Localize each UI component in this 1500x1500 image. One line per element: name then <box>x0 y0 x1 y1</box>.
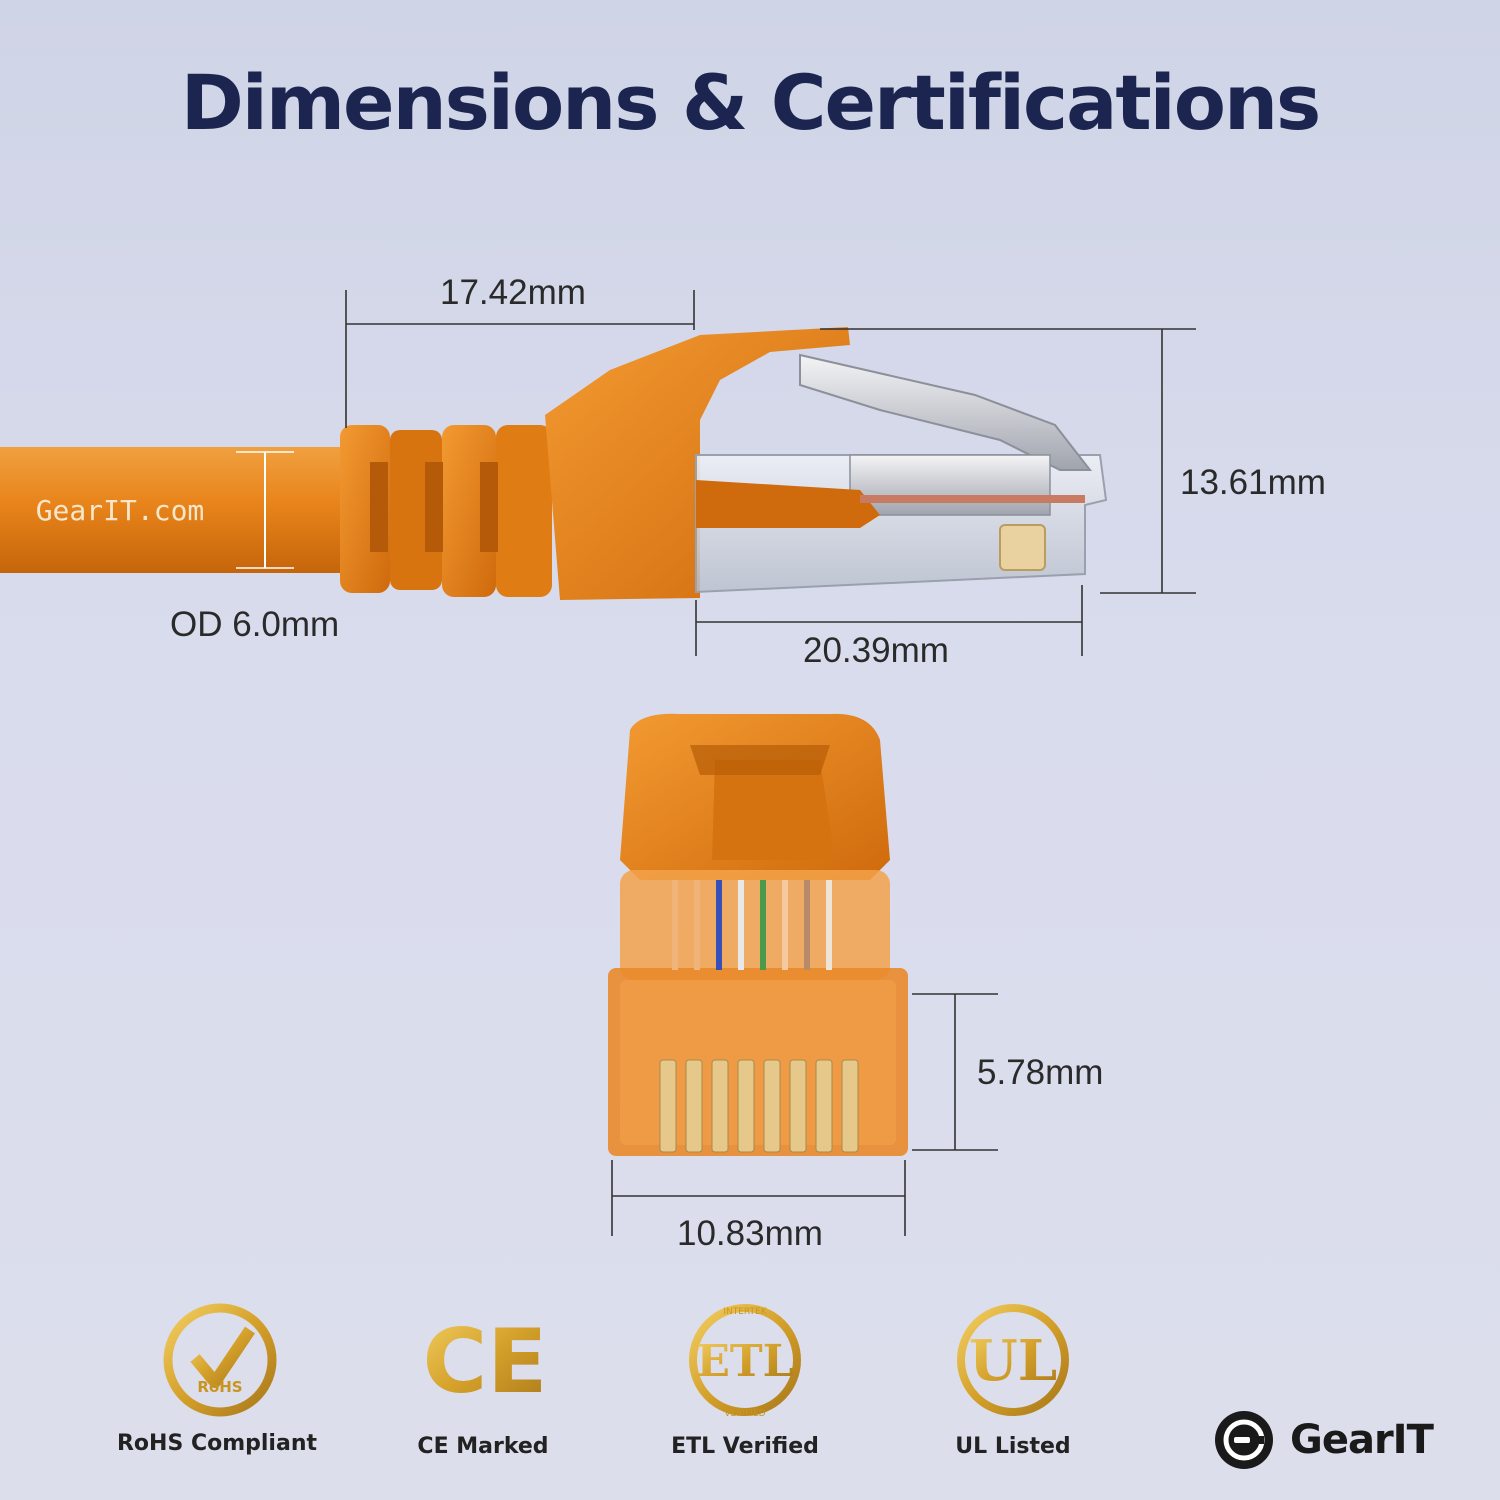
dim-plug-height: 13.61mm <box>1180 463 1326 502</box>
ul-label: UL Listed <box>955 1434 1071 1459</box>
ce-label: CE Marked <box>417 1434 549 1459</box>
dim-plug-length: 20.39mm <box>803 631 949 670</box>
etl-mark-text: ETL <box>696 1336 793 1387</box>
dim-front-width: 10.83mm <box>677 1214 823 1253</box>
etl-ring-top: INTERTEK <box>723 1307 767 1317</box>
ul-badge-icon: UL <box>883 1300 1143 1425</box>
rohs-mark-text: RoHS <box>197 1378 242 1396</box>
rohs-label: RoHS Compliant <box>116 1431 317 1456</box>
dimension-lines <box>345 290 1196 1236</box>
dim-front-height: 5.78mm <box>977 1053 1104 1092</box>
cable-side-view <box>0 327 1108 600</box>
ce-mark-text: CE <box>425 1310 545 1413</box>
plug-front-view <box>608 713 908 1156</box>
gearit-logo-icon <box>1215 1411 1273 1469</box>
brand-name: GearIT <box>1290 1417 1434 1463</box>
ce-mark-icon: CE <box>355 1300 615 1425</box>
page-title: Dimensions & Certifications <box>180 58 1322 147</box>
dim-boot-length: 17.42mm <box>440 273 586 312</box>
cable-print-text: GearIT.com <box>35 494 205 527</box>
ul-mark-text: UL <box>969 1328 1057 1394</box>
rohs-badge-icon: RoHS <box>90 1300 350 1425</box>
brand-logo: GearIT <box>1212 1408 1434 1472</box>
etl-label: ETL Verified <box>671 1434 819 1459</box>
etl-ring-bottom: VERIFIED <box>724 1409 765 1419</box>
etl-badge-icon: INTERTEK VERIFIED ETL <box>615 1300 875 1425</box>
dim-outer-diameter: OD 6.0mm <box>170 605 340 644</box>
